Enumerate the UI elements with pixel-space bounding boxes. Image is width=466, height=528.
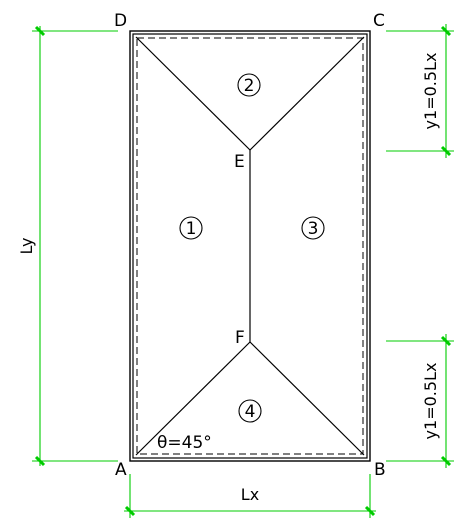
region-1-label: 1 <box>186 219 197 239</box>
region-3-circle <box>301 216 325 240</box>
tick-y1-bottom-lower <box>440 455 452 467</box>
corner-label-c: C <box>373 11 385 31</box>
slab-outline-outer <box>129 30 371 462</box>
y1-top-label: y1=0.5Lx <box>421 53 440 130</box>
tick-lx-left <box>124 505 136 517</box>
tick-y1-bottom-upper <box>440 335 452 347</box>
ly-label: Ly <box>17 238 36 255</box>
tick-ly-bottom <box>34 455 46 467</box>
y1-bottom-label: y1=0.5Lx <box>421 363 440 440</box>
tick-ly-top <box>34 25 46 37</box>
dimension-lines <box>32 24 454 518</box>
point-label-f: F <box>235 328 245 348</box>
hip-line-c-e <box>249 36 365 151</box>
point-label-e: E <box>234 152 245 172</box>
corner-label-b: B <box>374 460 386 480</box>
region-2-label: 2 <box>244 76 255 96</box>
dashed-boundary <box>136 37 364 455</box>
region-1-circle <box>179 216 203 240</box>
region-3-label: 3 <box>308 219 319 239</box>
dimension-ticks <box>34 25 452 517</box>
slab-outline-inner <box>132 33 368 459</box>
region-4-circle <box>238 399 262 423</box>
lx-label: Lx <box>241 485 259 504</box>
tick-lx-right <box>364 505 376 517</box>
angle-label: θ=45° <box>157 433 212 453</box>
hip-line-d-e <box>135 36 251 151</box>
hip-line-b-f <box>249 341 365 456</box>
region-2-circle <box>237 73 261 97</box>
tick-y1-top-lower <box>440 145 452 157</box>
corner-label-a: A <box>115 460 127 480</box>
region-4-label: 4 <box>245 402 256 422</box>
corner-label-d: D <box>114 11 127 31</box>
hip-line-a-f <box>135 341 251 456</box>
tick-y1-top-upper <box>440 25 452 37</box>
